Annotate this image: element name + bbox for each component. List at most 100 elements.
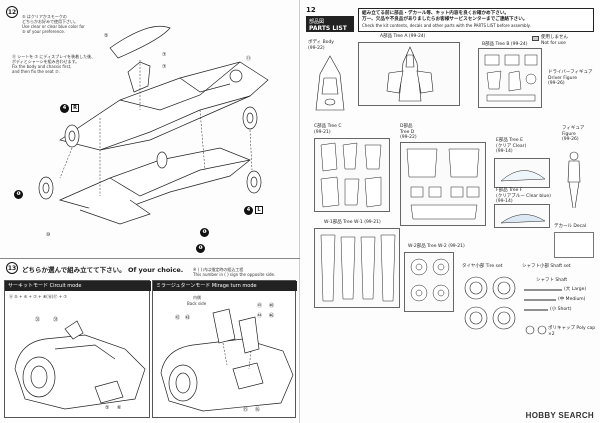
- driver-code: (99-26): [548, 81, 565, 86]
- instruction-page-left: 12 ⑤ はクリアかスモークの どちらかお好みで使用下さい。 Use clear…: [0, 0, 300, 423]
- driver-en: Driver Figure: [548, 75, 578, 81]
- tree-b-label: B部品 Tree B (99-24): [482, 42, 527, 48]
- parts-list-page-right: 12 部品図 PARTS LIST 組み立てる前に部品・デカール等、キット内容を…: [300, 0, 600, 423]
- tree-f-sprue: [494, 204, 550, 228]
- not-for-use-label: 使用しません Not for use: [541, 35, 568, 46]
- mirage-callout-44: ㊹: [257, 313, 263, 319]
- warning-jp-2: 万一、欠品や不良品がありましたらお客様サービスセンターまでご連絡下さい。: [362, 17, 528, 22]
- step-12-note-en-2: ⑤ of your preference.: [22, 29, 66, 34]
- figure-jp: フィギュア: [562, 126, 585, 131]
- step-12-note-en-1: Use clear or clear blue color for: [22, 24, 85, 29]
- figure-label: フィギュア Figure (99-26): [562, 126, 584, 143]
- mirage-back-side: Back side: [187, 301, 207, 306]
- mirage-note-1: ※ ( ) 内は指定時の組込工程: [193, 267, 244, 272]
- tree-d-en: Tree D: [400, 129, 415, 135]
- shaft-set-label: シャフト小部 Shaft set: [522, 264, 571, 269]
- car-body-shape: [59, 61, 269, 151]
- step-12-exploded-car-drawing: [38, 25, 269, 225]
- circuit-mode-title: サーキットモード Circuit mode: [5, 281, 151, 291]
- decal-sheet: [554, 232, 594, 258]
- tire-set-drawing: [464, 276, 516, 330]
- body-jp: ボディ Body: [308, 40, 334, 45]
- step-12-note-jp-3: ⑪ シートを ⑦ にディスプレイを装着した後、: [12, 54, 96, 59]
- shaft-size-medium: (中 Medium): [558, 297, 586, 302]
- body-code: (99-22): [308, 45, 325, 51]
- tree-f-canopy-drawing: [500, 214, 546, 224]
- right-page-number: 12: [306, 6, 316, 14]
- callout-1b-badge: ❶: [200, 228, 209, 237]
- polycap-label: ポリキャップ Poly cap ×2: [548, 326, 596, 337]
- step-12-note-en-4: and then fix the seat ⑦.: [12, 69, 60, 74]
- callout-5: ⑤: [104, 33, 109, 39]
- tree-e-code: (99-14): [496, 149, 513, 154]
- tree-f-jp: F部品 Tree F: [496, 188, 523, 193]
- callout-11: ⑪: [246, 56, 252, 62]
- tree-d-code: (99-22): [400, 135, 417, 140]
- circuit-mode-panel: サーキットモード Circuit mode Ⓐ ⑤ + ⑥ + ⑦ + ⑧(⑯)…: [4, 280, 151, 418]
- wheel-rear-left-shape: [38, 176, 54, 200]
- mirage-mode-panel: ミラージュターンモード Mirage turn mode ※ ( ) 内は指定時…: [152, 267, 297, 418]
- tree-w2-jp: W-2部品 Tree W-2: [408, 244, 447, 249]
- tree-a-car-drawing: [386, 46, 434, 102]
- callout-r-label: R: [71, 104, 79, 112]
- not-for-use-swatch: [532, 36, 539, 41]
- mirage-callout-15: ⑮: [243, 407, 249, 413]
- tree-a-jp: A部品 Tree A: [380, 34, 408, 39]
- warning-jp-1: 組み立てる前に部品・デカール等、キット内容を良くお確かめ下さい。: [362, 11, 510, 16]
- tire-set-label: タイヤ小部 Tire set: [462, 264, 503, 269]
- step-12-note-jp-2: どちらかお好みで使用下さい。: [22, 19, 78, 24]
- tree-b-code: (99-24): [510, 42, 528, 47]
- tree-f-en: (クリアブルー Clear blue): [496, 193, 551, 199]
- chassis-shape: [58, 147, 251, 215]
- shaft-size-short: (小 Short): [550, 307, 572, 312]
- circuit-mode-parts: Ⓐ ⑤ + ⑥ + ⑦ + ⑧(⑯)⑰ + ⑦: [9, 294, 67, 299]
- tree-w1-label: W-1部品 Tree W-1 (99-21): [324, 220, 381, 226]
- step-divider: [0, 258, 300, 259]
- tree-w2-wheels-drawing: [410, 258, 450, 302]
- tree-d-label: D部品 Tree D (99-22): [400, 124, 417, 141]
- shaft-set-drawing: [524, 289, 562, 335]
- mirage-callout-46: ㊻: [269, 313, 275, 319]
- not-for-use-en: Not for use: [541, 40, 566, 46]
- tree-d-parts-drawing: [406, 148, 480, 220]
- step-12-note-jp-4: ボディとシャーシを組み合わせます。: [12, 59, 80, 64]
- step-12-note-block-1: ⑤ はクリアかスモークの どちらかお好みで使用下さい。 Use clear or…: [22, 14, 102, 34]
- callout-4l-badge: 4: [244, 206, 253, 215]
- circuit-callout-6: ⑥: [117, 405, 122, 411]
- circuit-callout-33: ㉝: [53, 317, 59, 323]
- tree-b-sprue: [478, 48, 542, 108]
- shaft-label: シャフト Shaft: [536, 278, 568, 283]
- mirage-callout-16: ⑯: [255, 407, 261, 413]
- driver-figure-label: ドライバーフィギュア Driver Figure (99-26): [548, 70, 598, 87]
- body-label: ボディ Body (99-22): [308, 40, 334, 51]
- callout-10: ⑩: [46, 232, 51, 238]
- tree-c-label: C部品 Tree C (99-21): [314, 124, 342, 135]
- wheel-front-right-shape: [242, 106, 258, 130]
- tree-a-code: (99-24): [408, 34, 426, 39]
- tree-f-code: (99-14): [496, 199, 513, 204]
- tree-e-label: E部品 Tree E (クリア Clear) (99-14): [496, 138, 556, 155]
- tree-c-parts-drawing: [320, 142, 382, 208]
- callout-4r-badge: 4: [60, 104, 69, 113]
- step-12-note-en-3: Fix the body and chassis first,: [12, 64, 72, 69]
- tree-b-parts-drawing: [484, 54, 538, 102]
- step-13-title: どちらか選んで組み立てて下さい。 Of your choice.: [22, 266, 184, 274]
- mirage-note-2: This number in ( ) sign the opposite sid…: [193, 272, 276, 277]
- tree-w2-sprue: [404, 252, 454, 312]
- step-13-number: 13: [6, 262, 18, 274]
- warning-en: Check the kit contents, decals and other…: [362, 23, 531, 28]
- mirage-callout-43: ㊸: [185, 315, 191, 321]
- tree-e-sprue: [494, 158, 550, 188]
- figure-en: Figure: [562, 131, 576, 137]
- circuit-mode-drawing: [14, 320, 146, 410]
- tree-w2-label: W-2部品 Tree W-2 (99-21): [408, 244, 465, 250]
- callout-l-label: L: [255, 206, 263, 214]
- step-12-note-jp-1: ⑤ はクリアかスモークの: [22, 14, 67, 19]
- callout-7b: ⑦: [162, 64, 167, 70]
- mirage-mode-title: ミラージュターンモード Mirage turn mode: [153, 281, 297, 291]
- tree-w1-parts-drawing: [320, 234, 396, 302]
- not-for-use-jp: 使用しません: [541, 35, 568, 40]
- step-12-note-block-2: ⑪ シートを ⑦ にディスプレイを装着した後、 ボディとシャーシを組み合わせます…: [12, 54, 112, 74]
- parts-list-jp: 部品図: [309, 19, 325, 25]
- tree-c-code: (99-21): [314, 129, 331, 135]
